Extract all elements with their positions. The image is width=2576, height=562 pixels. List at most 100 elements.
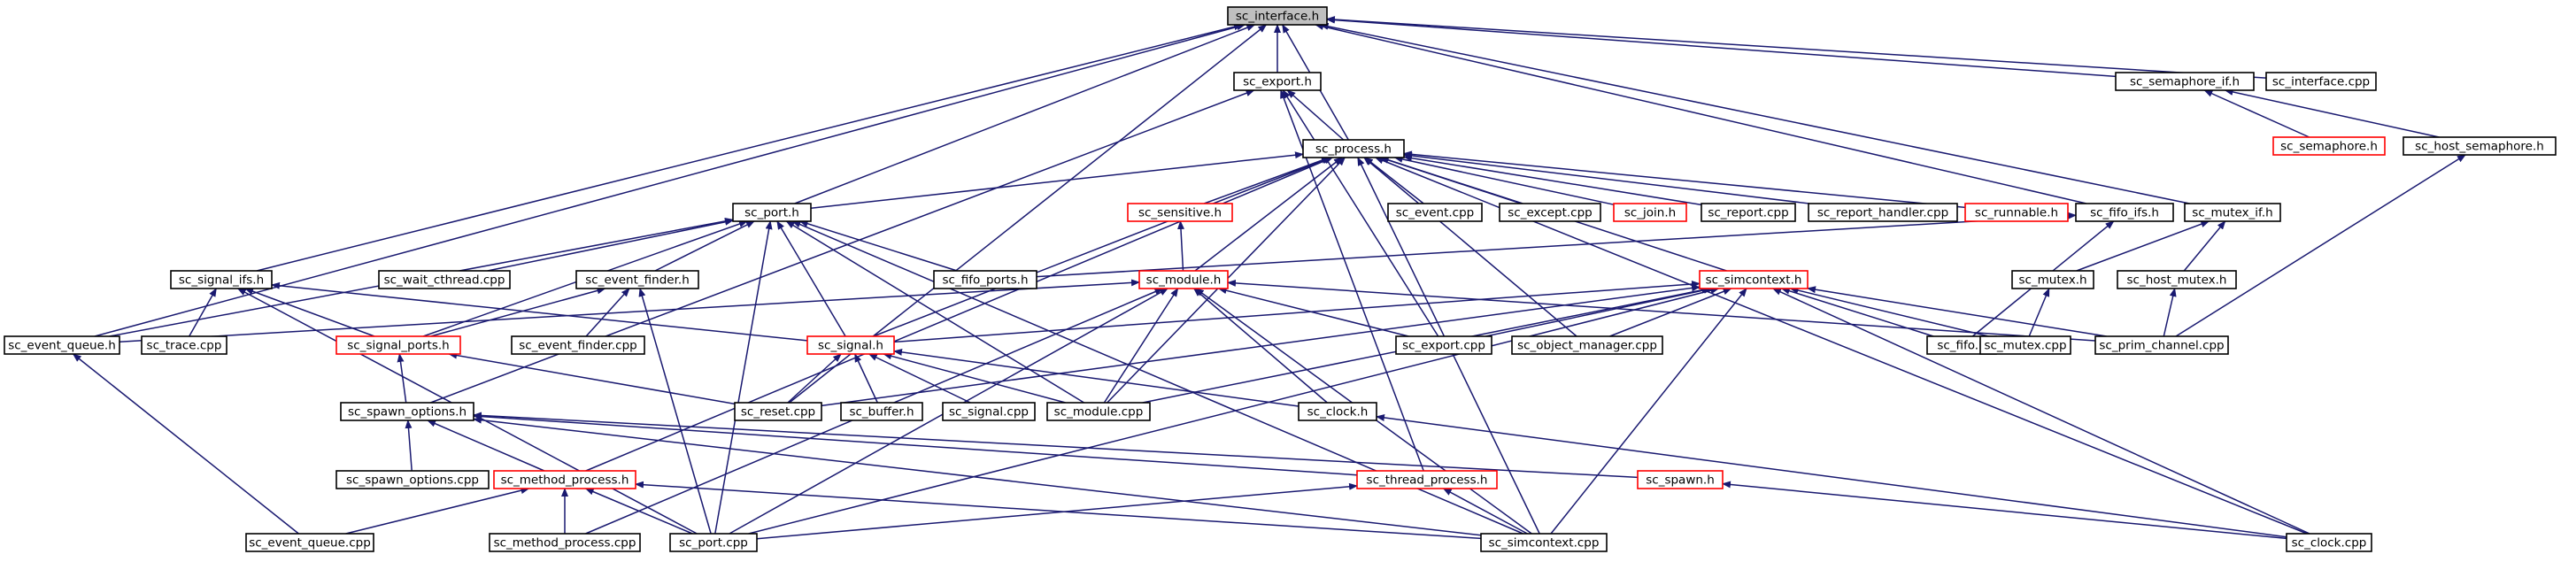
node-box[interactable] [2272, 136, 2386, 156]
node-sc-interface-cpp[interactable]: sc_interface.cpp [2265, 72, 2377, 91]
node-box[interactable] [1356, 470, 1498, 489]
node-sc-sensitive-h[interactable]: sc_sensitive.h [1127, 203, 1233, 222]
node-sc-report-handler-cpp[interactable]: sc_report_handler.cpp [1808, 203, 1958, 222]
node-sc-spawn-options-cpp[interactable]: sc_spawn_options.cpp [335, 470, 490, 489]
node-sc-trace-cpp[interactable]: sc_trace.cpp [141, 335, 228, 355]
node-box[interactable] [1138, 270, 1229, 289]
node-sc-mutex-cpp[interactable]: sc_mutex.cpp [1979, 335, 2071, 355]
node-box[interactable] [734, 402, 822, 421]
node-box[interactable] [2075, 203, 2174, 222]
node-sc-reset-cpp[interactable]: sc_reset.cpp [734, 402, 822, 421]
node-box[interactable] [1395, 335, 1492, 355]
node-sc-method-process-h[interactable]: sc_method_process.h [493, 470, 636, 489]
node-box[interactable] [335, 335, 461, 355]
node-sc-port-h[interactable]: sc_port.h [732, 203, 812, 222]
node-sc-signal-ifs-h[interactable]: sc_signal_ifs.h [170, 270, 273, 289]
node-sc-event-cpp[interactable]: sc_event.cpp [1387, 203, 1483, 222]
node-box[interactable] [2286, 533, 2372, 552]
node-sc-semaphore-if-h[interactable]: sc_semaphore_if.h [2115, 72, 2255, 91]
node-sc-semaphore-h[interactable]: sc_semaphore.h [2272, 136, 2386, 156]
node-box[interactable] [1699, 270, 1809, 289]
node-box[interactable] [575, 270, 699, 289]
node-box[interactable] [335, 470, 490, 489]
node-sc-prim-channel-cpp[interactable]: sc_prim_channel.cpp [2094, 335, 2229, 355]
node-box[interactable] [1227, 6, 1328, 26]
node-sc-buffer-h[interactable]: sc_buffer.h [840, 402, 923, 421]
node-box[interactable] [378, 270, 511, 289]
node-box[interactable] [2402, 136, 2557, 156]
node-box[interactable] [245, 533, 374, 552]
node-box[interactable] [806, 335, 895, 355]
node-box[interactable] [489, 533, 641, 552]
node-sc-export-h[interactable]: sc_export.h [1233, 72, 1322, 91]
edge-sc-spawn-h-to-sc-spawn-options-h [473, 412, 1639, 479]
node-box[interactable] [2011, 270, 2094, 289]
node-box[interactable] [2265, 72, 2377, 91]
node-sc-spawn-options-h[interactable]: sc_spawn_options.h [340, 402, 474, 421]
node-sc-mutex-if-h[interactable]: sc_mutex_if.h [2184, 203, 2281, 222]
node-box[interactable] [1613, 203, 1687, 222]
node-sc-join-h[interactable]: sc_join.h [1613, 203, 1687, 222]
node-box[interactable] [1964, 203, 2069, 222]
node-sc-mutex-h[interactable]: sc_mutex.h [2011, 270, 2094, 289]
node-sc-module-h[interactable]: sc_module.h [1138, 270, 1229, 289]
node-sc-host-mutex-h[interactable]: sc_host_mutex.h [2117, 270, 2237, 289]
node-sc-export-cpp[interactable]: sc_export.cpp [1395, 335, 1492, 355]
node-sc-fifo-ports-h[interactable]: sc_fifo_ports.h [933, 270, 1037, 289]
node-box[interactable] [170, 270, 273, 289]
node-box[interactable] [340, 402, 474, 421]
node-sc-except-cpp[interactable]: sc_except.cpp [1499, 203, 1601, 222]
node-sc-signal-ports-h[interactable]: sc_signal_ports.h [335, 335, 461, 355]
node-box[interactable] [732, 203, 812, 222]
node-sc-method-process-cpp[interactable]: sc_method_process.cpp [489, 533, 641, 552]
node-sc-clock-cpp[interactable]: sc_clock.cpp [2286, 533, 2372, 552]
node-sc-port-cpp[interactable]: sc_port.cpp [669, 533, 758, 552]
node-sc-event-queue-cpp[interactable]: sc_event_queue.cpp [245, 533, 374, 552]
node-sc-module-cpp[interactable]: sc_module.cpp [1046, 402, 1151, 421]
node-box[interactable] [840, 402, 923, 421]
node-sc-fifo-ifs-h[interactable]: sc_fifo_ifs.h [2075, 203, 2174, 222]
node-box[interactable] [2094, 335, 2229, 355]
node-box[interactable] [1046, 402, 1151, 421]
node-box[interactable] [1979, 335, 2071, 355]
node-box[interactable] [4, 335, 120, 355]
node-sc-wait-cthread-cpp[interactable]: sc_wait_cthread.cpp [378, 270, 511, 289]
node-box[interactable] [942, 402, 1036, 421]
node-box[interactable] [1637, 470, 1724, 489]
node-sc-event-queue-h[interactable]: sc_event_queue.h [4, 335, 120, 355]
node-box[interactable] [1511, 335, 1663, 355]
node-box[interactable] [141, 335, 228, 355]
node-box[interactable] [933, 270, 1037, 289]
node-box[interactable] [2184, 203, 2281, 222]
node-box[interactable] [1387, 203, 1483, 222]
node-sc-clock-h[interactable]: sc_clock.h [1298, 402, 1377, 421]
node-box[interactable] [2117, 270, 2237, 289]
node-box[interactable] [511, 335, 645, 355]
node-sc-signal-cpp[interactable]: sc_signal.cpp [942, 402, 1036, 421]
node-sc-interface-h[interactable]: sc_interface.h [1227, 6, 1328, 26]
node-sc-simcontext-cpp[interactable]: sc_simcontext.cpp [1480, 533, 1608, 552]
node-box[interactable] [1701, 203, 1796, 222]
node-sc-event-finder-h[interactable]: sc_event_finder.h [575, 270, 699, 289]
node-box[interactable] [1233, 72, 1322, 91]
node-sc-signal-h[interactable]: sc_signal.h [806, 335, 895, 355]
node-sc-object-manager-cpp[interactable]: sc_object_manager.cpp [1511, 335, 1663, 355]
node-box[interactable] [1302, 139, 1405, 158]
node-box[interactable] [493, 470, 636, 489]
node-sc-spawn-h[interactable]: sc_spawn.h [1637, 470, 1724, 489]
node-sc-thread-process-h[interactable]: sc_thread_process.h [1356, 470, 1498, 489]
node-sc-event-finder-cpp[interactable]: sc_event_finder.cpp [511, 335, 645, 355]
node-box[interactable] [1480, 533, 1608, 552]
node-box[interactable] [669, 533, 758, 552]
node-sc-runnable-h[interactable]: sc_runnable.h [1964, 203, 2069, 222]
node-box[interactable] [1298, 402, 1377, 421]
node-box[interactable] [1127, 203, 1233, 222]
node-sc-host-semaphore-h[interactable]: sc_host_semaphore.h [2402, 136, 2557, 156]
node-sc-simcontext-h[interactable]: sc_simcontext.h [1699, 270, 1809, 289]
node-sc-fifo-h[interactable]: sc_fifo.h [1926, 335, 1997, 355]
node-box[interactable] [1808, 203, 1958, 222]
node-box[interactable] [2115, 72, 2255, 91]
node-box[interactable] [1499, 203, 1601, 222]
node-sc-process-h[interactable]: sc_process.h [1302, 139, 1405, 158]
node-sc-report-cpp[interactable]: sc_report.cpp [1701, 203, 1796, 222]
